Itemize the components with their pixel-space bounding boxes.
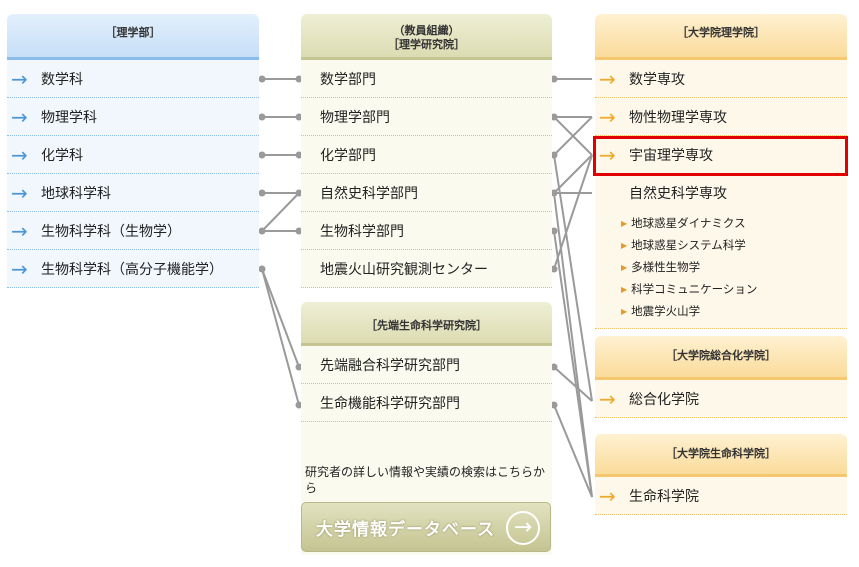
graduate-school-science-header: ［大学院理学院］ [595, 14, 847, 60]
arrow-right-icon: → [11, 66, 28, 91]
triangle-right-icon: ▶ [621, 218, 628, 228]
arrow-right-icon: → [11, 218, 28, 243]
research-faculty-header: （教員組織） ［理学研究院］ [301, 14, 552, 60]
dept-earth-sciences[interactable]: → 地球科学科 [7, 174, 259, 212]
course-mathematics[interactable]: → 数学専攻 [595, 60, 847, 98]
arrow-circle-icon: → [506, 511, 540, 545]
faculty-of-science-column: ［理学部］ → 数学科 → 物理学科 → 化学科 → 地球科学科 → 生物科学科… [7, 14, 259, 288]
life-science-research-header: ［先端生命科学研究院］ [301, 302, 552, 346]
arrow-right-icon: → [599, 142, 616, 167]
div-physics[interactable]: 物理学部門 [301, 98, 552, 136]
sub-seismology-volcanology[interactable]: ▶ 地震学火山学 [621, 304, 701, 318]
course-chemical-sciences[interactable]: → 総合化学院 [595, 380, 847, 418]
search-note: 研究者の詳しい情報や実績の検索はこちらから [305, 465, 546, 495]
arrow-right-icon: → [599, 483, 616, 508]
sub-earth-system[interactable]: ▶ 地球惑星システム科学 [621, 238, 746, 252]
triangle-right-icon: ▶ [621, 284, 628, 294]
dept-macromolecular[interactable]: → 生物科学科（高分子機能学） [7, 250, 259, 288]
dept-chemistry[interactable]: → 化学科 [7, 136, 259, 174]
div-mathematics[interactable]: 数学部門 [301, 60, 552, 98]
div-biology[interactable]: 生物科学部門 [301, 212, 552, 250]
faculty-of-science-header: ［理学部］ [7, 14, 259, 60]
triangle-right-icon: ▶ [621, 262, 628, 272]
highlight-box [593, 136, 848, 176]
arrow-right-icon: → [599, 386, 616, 411]
div-advanced-fusion[interactable]: 先端融合科学研究部門 [301, 346, 552, 384]
graduate-school-chemistry-header: ［大学院総合化学院］ [595, 336, 847, 380]
life-science-research-column: ［先端生命科学研究院］ 先端融合科学研究部門 生命機能科学研究部門 研究者の詳し… [301, 302, 552, 555]
arrow-right-icon: → [599, 66, 616, 91]
triangle-right-icon: ▶ [621, 240, 628, 250]
arrow-right-icon: → [11, 142, 28, 167]
dept-physics[interactable]: → 物理学科 [7, 98, 259, 136]
arrow-right-icon: → [599, 104, 616, 129]
div-natural-history[interactable]: 自然史科学部門 [301, 174, 552, 212]
course-condensed-matter[interactable]: → 物性物理学専攻 [595, 98, 847, 136]
div-seismology-center[interactable]: 地震火山研究観測センター [301, 250, 552, 288]
graduate-school-chemistry-column: ［大学院総合化学院］ → 総合化学院 [595, 336, 847, 418]
triangle-right-icon: ▶ [621, 306, 628, 316]
sub-science-communication[interactable]: ▶ 科学コミュニケーション [621, 282, 758, 296]
graduate-school-life-science-header: ［大学院生命科学院］ [595, 434, 847, 477]
sub-earth-dynamics[interactable]: ▶ 地球惑星ダイナミクス [621, 216, 746, 230]
dept-mathematics[interactable]: → 数学科 [7, 60, 259, 98]
course-life-science[interactable]: → 生命科学院 [595, 477, 847, 515]
arrow-right-icon: → [11, 104, 28, 129]
dept-biology[interactable]: → 生物科学科（生物学） [7, 212, 259, 250]
faculty-research-column: （教員組織） ［理学研究院］ 数学部門 物理学部門 化学部門 自然史科学部門 生… [301, 14, 552, 288]
graduate-school-science-column: ［大学院理学院］ → 数学専攻 → 物性物理学専攻 → 宇宙理学専攻 自然史科学… [595, 14, 847, 329]
course-natural-history: 自然史科学専攻 [629, 186, 727, 202]
graduate-school-life-science-column: ［大学院生命科学院］ → 生命科学院 [595, 434, 847, 515]
div-life-function[interactable]: 生命機能科学研究部門 [301, 384, 552, 422]
div-chemistry[interactable]: 化学部門 [301, 136, 552, 174]
university-database-button[interactable]: 大学情報データベース → [301, 502, 551, 552]
sub-biodiversity[interactable]: ▶ 多様性生物学 [621, 260, 701, 274]
arrow-right-icon: → [11, 256, 28, 281]
arrow-right-icon: → [11, 180, 28, 205]
